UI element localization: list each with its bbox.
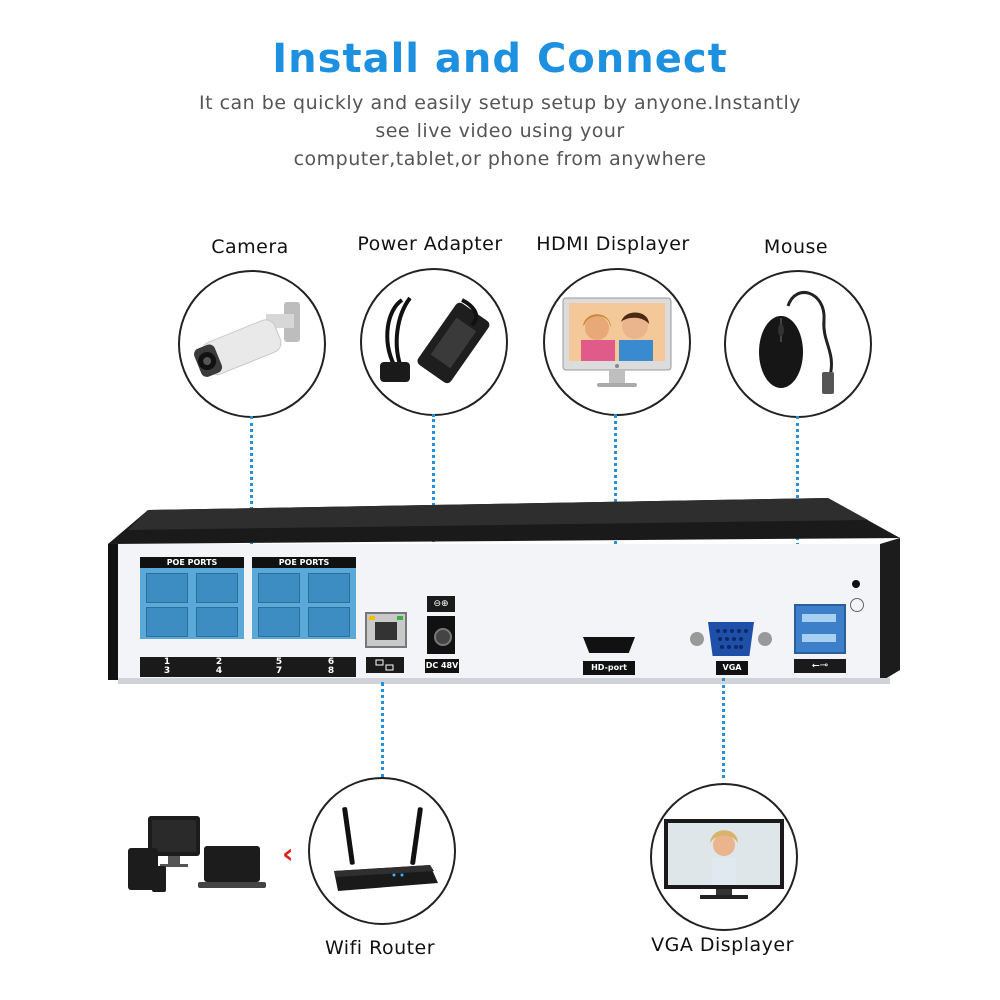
dc-label: DC 48V [425,659,459,673]
hdmi-displayer-label: HDMI Displayer [536,233,690,255]
poe-group-2-label: POE PORTS [252,557,356,568]
port-number: 7 [275,666,283,676]
subtitle-line-1: It can be quickly and easily setup setup… [199,92,801,114]
lan-icon [366,657,404,673]
hdmi-label: HD-port [583,661,635,675]
hdmi-port[interactable] [583,637,635,653]
lan-connector-line [381,682,384,778]
power-connector-line [432,414,435,590]
poe-port-8[interactable] [308,607,350,637]
usb-icon: ⭠⊸ [794,659,846,673]
vga-port[interactable] [708,622,754,656]
client-devices [126,812,266,896]
power-adapter-label: Power Adapter [357,233,503,255]
vga-displayer-circle [650,783,798,931]
ground-screw [850,598,864,612]
power-adapter-circle [360,268,508,416]
page-title: Install and Connect [272,36,728,82]
lan-port[interactable] [365,612,407,648]
poe-port-7[interactable] [258,607,300,637]
camera-circle [178,270,326,418]
poe-port-5[interactable] [258,573,300,603]
vga-label: VGA [716,661,748,675]
camera-label: Camera [211,236,289,258]
vga-connector-line [722,678,725,778]
reset-hole[interactable] [852,580,860,588]
monitor-icon [562,297,672,387]
computer-tablet-phone-icon [128,816,266,892]
port-number: 2 [215,657,223,667]
dc-polarity-icon: ⊖⊕ [427,596,455,612]
poe-port-6[interactable] [308,573,350,603]
port-number: 1 [163,657,171,667]
poe-group-2: POE PORTS [252,557,356,639]
usb-ports[interactable] [794,604,846,654]
mouse-icon [759,291,834,394]
wifi-router-circle [308,777,456,925]
subtitle-line-3: computer,tablet,or phone from anywhere [293,148,707,170]
wifi-router-label: Wifi Router [324,937,436,959]
vga-screw-left [690,632,704,646]
mouse-label: Mouse [763,236,829,258]
port-number: 6 [327,657,335,667]
poe-group-1-label: POE PORTS [140,557,244,568]
port-number-strip: 1 2 5 6 3 4 7 8 [140,657,356,677]
vga-displayer-label: VGA Displayer [651,934,794,956]
arrow-left-icon: ‹ [282,837,294,870]
wifi-router-icon [334,807,438,891]
port-number: 3 [163,666,171,676]
poe-port-2[interactable] [196,573,238,603]
port-number: 8 [327,666,335,676]
poe-port-4[interactable] [196,607,238,637]
power-adapter-icon [380,296,490,384]
poe-port-3[interactable] [146,607,188,637]
poe-group-1: POE PORTS [140,557,244,639]
dc-jack[interactable] [427,616,455,654]
port-number: 5 [275,657,283,667]
hdmi-displayer-circle [543,268,691,416]
vga-screw-right [758,632,772,646]
camera-connector-line [250,416,253,588]
camera-icon [194,302,300,377]
mouse-circle [724,270,872,418]
vga-monitor-icon [664,819,784,899]
port-number: 4 [215,666,223,676]
poe-port-1[interactable] [146,573,188,603]
subtitle-line-2: see live video using your [375,120,625,142]
